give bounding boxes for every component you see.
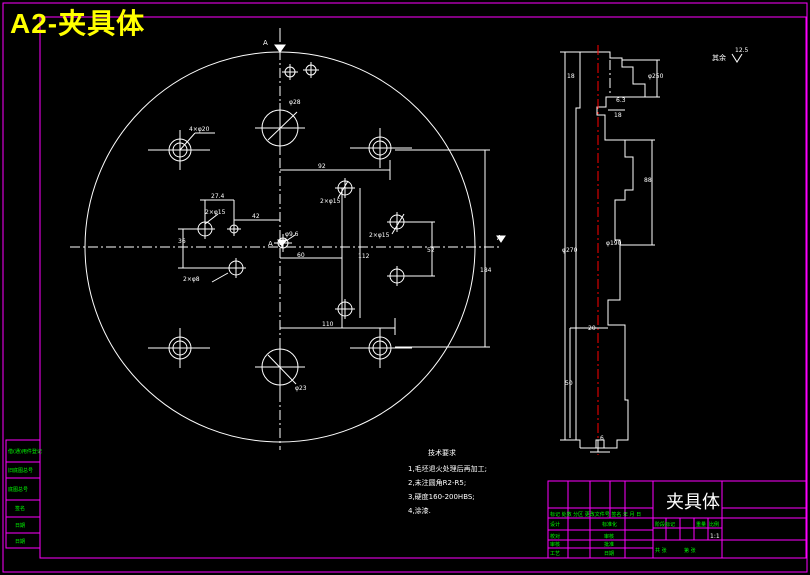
dim-92: 92 xyxy=(318,163,326,170)
hole-4x20-3 xyxy=(148,328,210,368)
hole-2x15-4 xyxy=(335,299,355,319)
dim-phi250: φ250 xyxy=(648,73,664,80)
tech-req-item: 1,毛坯退火处理后再加工; xyxy=(408,464,487,473)
title-block-labels: 夹具体 标记 处数 分区 更改文件号 签名 年 月 日 设计 校对 审核 工艺 … xyxy=(550,492,720,557)
plan-view xyxy=(70,28,506,450)
section-mark-top: A xyxy=(263,39,268,47)
dim-52: 52 xyxy=(427,247,435,254)
title-row-label: 审核 xyxy=(550,541,560,548)
part-name: 夹具体 xyxy=(666,492,720,513)
tech-req-item: 2,未注圆角R2-R5; xyxy=(408,478,466,487)
scale-value: 1:1 xyxy=(710,533,720,540)
tech-req-item: 4,涂漆. xyxy=(408,506,431,515)
title-block xyxy=(547,480,807,559)
hole-2x15-1 xyxy=(335,178,355,198)
dim-hole-4x20: 4×φ20 xyxy=(189,126,210,133)
title-mid-label: 日期 xyxy=(604,551,614,557)
dim-112: 112 xyxy=(358,253,370,260)
dim-phi270: φ270 xyxy=(562,247,578,254)
left-strip-cell: 借(通)用件登记 xyxy=(8,448,42,455)
dim-2x15-mid: 2×φ15 xyxy=(320,198,341,205)
left-strip-cell: 日期 xyxy=(15,523,25,529)
title-mid-label: 审核 xyxy=(604,533,614,540)
title-row-label: 工艺 xyxy=(550,551,560,557)
drawing-title: A2-夹具体 xyxy=(10,8,146,39)
tech-req-item: 3,硬度160-200HBS; xyxy=(408,492,475,501)
dim-18: 18 xyxy=(614,112,622,119)
left-strip xyxy=(5,439,41,549)
dim-20: 20 xyxy=(588,325,596,332)
dim-88: 88 xyxy=(644,177,652,184)
left-strip-cell: 底图总号 xyxy=(8,486,28,493)
left-strip-cell: 签名 xyxy=(15,505,25,512)
dim-6-3: 6.3 xyxy=(616,97,626,104)
dim-36: 36 xyxy=(178,238,186,245)
dim-27-4: 27.4 xyxy=(211,193,225,200)
title-right-label: 阶段标记 xyxy=(655,521,675,528)
left-strip-cell: 旧底图总号 xyxy=(8,467,33,474)
title-right-label: 重量 xyxy=(696,521,706,528)
title-row-label: 设计 xyxy=(550,521,560,528)
section-view-labels: 其余 12.5 φ270 φ250 18 88 18 φ190 20 50 6.… xyxy=(562,47,749,442)
dim-9-6: φ9.6 xyxy=(285,231,299,238)
dim-50: 50 xyxy=(565,380,573,387)
dim-6: 6 xyxy=(600,435,604,442)
dim-hole-bottom: φ23 xyxy=(295,385,307,392)
hole-4x20-4 xyxy=(350,328,412,368)
title-row-label: 标记 处数 分区 更改文件号 签名 年 月 日 xyxy=(550,511,641,518)
inner-frame xyxy=(39,16,807,559)
hole-4x20-2 xyxy=(350,128,412,168)
title-row-label: 校对 xyxy=(550,533,560,540)
tech-req-heading: 技术要求 xyxy=(428,448,456,457)
dim-18b: 18 xyxy=(567,73,575,80)
section-mark-right: A xyxy=(497,234,502,242)
title-right-label: 第 张 xyxy=(684,547,696,554)
dim-42: 42 xyxy=(252,213,260,220)
title-mid-label: 批准 xyxy=(604,541,614,548)
dim-2x15-right: 2×φ15 xyxy=(369,232,390,239)
dim-184: 184 xyxy=(480,267,492,274)
dim-2x15-left: 2×φ15 xyxy=(205,209,226,216)
plan-view-labels: A A A φ28 4×φ20 φ23 27.4 2×φ15 42 36 2×φ… xyxy=(178,39,502,392)
dim-110: 110 xyxy=(322,321,334,328)
left-strip-cell: 日期 xyxy=(15,539,25,545)
technical-requirements: 技术要求 1,毛坯退火处理后再加工; 2,未注圆角R2-R5; 3,硬度160-… xyxy=(408,448,487,515)
roughness-note: 其余 xyxy=(712,53,726,62)
dim-60: 60 xyxy=(297,252,305,259)
hole-4x20-1 xyxy=(148,130,210,170)
section-view xyxy=(560,45,743,455)
dim-2x8: 2×φ8 xyxy=(183,276,200,283)
roughness-value: 12.5 xyxy=(735,47,749,54)
dim-hole-big-top: φ28 xyxy=(289,99,301,106)
title-right-label: 比例 xyxy=(709,521,719,528)
dim-phi190: φ190 xyxy=(606,240,622,247)
title-right-label: 共 张 xyxy=(655,547,667,554)
left-strip-labels: 借(通)用件登记 旧底图总号 底图总号 签名 日期 日期 xyxy=(8,448,42,545)
section-mark-center: A xyxy=(268,240,273,248)
title-mid-label: 标准化 xyxy=(602,521,617,528)
